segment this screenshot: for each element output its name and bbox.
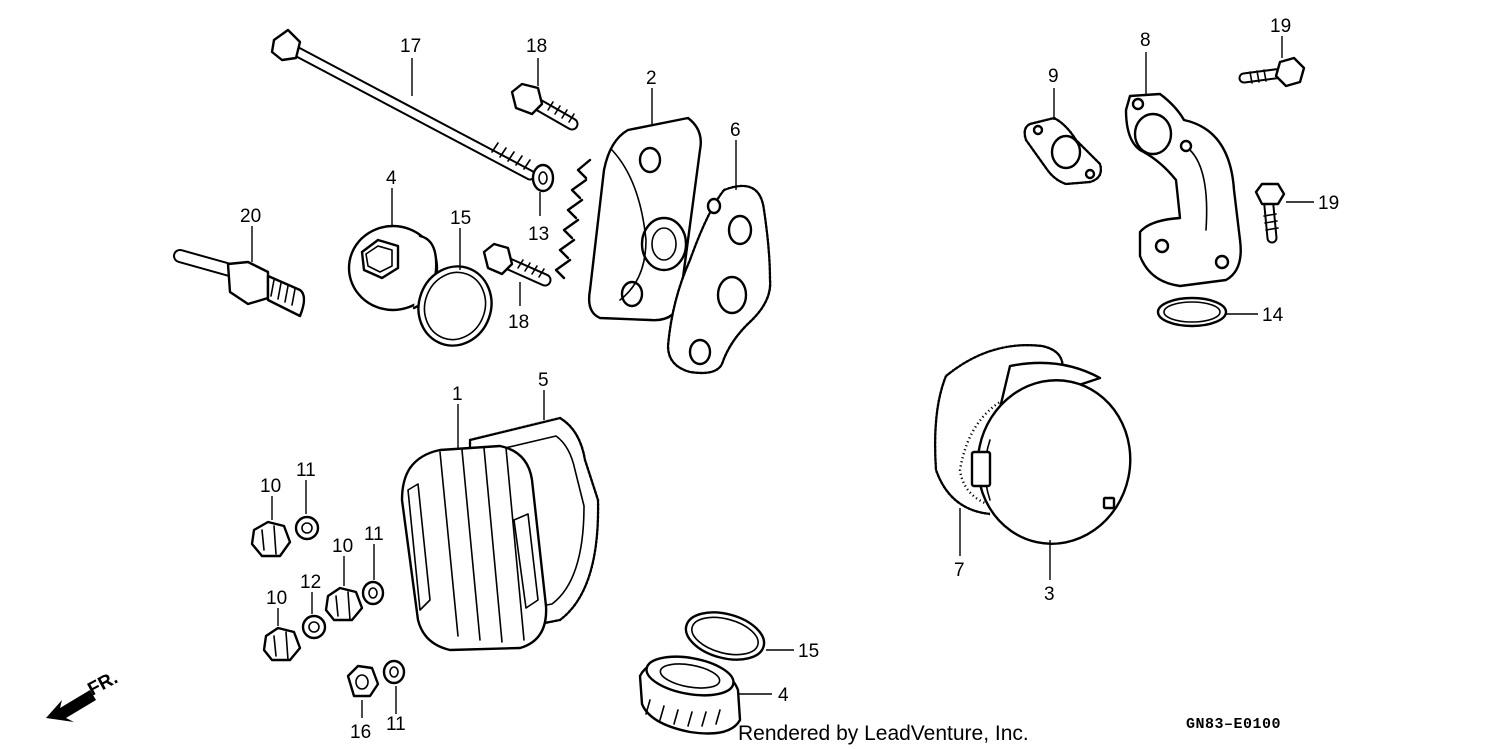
cap-nut-10-b[interactable] [324, 586, 364, 622]
callout-numbers: 17 18 2 6 4 15 13 20 18 1 5 10 11 10 11 … [240, 16, 1339, 743]
cylinder-cover-2[interactable] [554, 116, 702, 322]
o-ring-15-upper[interactable] [407, 256, 502, 356]
washer-11-b[interactable] [361, 580, 385, 606]
bolt-19-upper[interactable] [1238, 56, 1306, 88]
callout-14: 14 [1262, 305, 1284, 326]
callout-20: 20 [240, 206, 261, 227]
filler-cap-4-lower[interactable] [638, 651, 742, 735]
callout-2: 2 [646, 68, 657, 89]
filler-cap-4-upper[interactable] [347, 224, 439, 312]
diagram-code: GN83–E0100 [1186, 716, 1281, 733]
bolt-18-lower[interactable] [482, 242, 552, 287]
washer-13[interactable] [531, 163, 555, 193]
front-direction-arrow-icon [46, 690, 96, 722]
callout-12: 12 [300, 572, 321, 593]
callout-15-lower: 15 [798, 641, 819, 662]
cap-nut-10-c[interactable] [262, 626, 302, 662]
insulator-gasket-9[interactable] [1023, 116, 1103, 186]
callout-9: 9 [1048, 66, 1059, 87]
callout-16: 16 [350, 722, 371, 743]
intake-manifold-8[interactable] [1124, 92, 1242, 288]
washer-11-a[interactable] [294, 515, 320, 541]
callout-4-upper: 4 [386, 168, 397, 189]
callout-19-upper: 19 [1270, 16, 1291, 37]
callout-7: 7 [954, 560, 965, 581]
callout-3: 3 [1044, 584, 1055, 605]
gasket-6[interactable] [666, 184, 772, 375]
callout-11-b: 11 [364, 524, 384, 545]
spark-plug-20[interactable] [173, 249, 306, 318]
callout-11-c: 11 [386, 714, 406, 735]
callout-6: 6 [730, 120, 741, 141]
cap-nut-10-a[interactable] [250, 520, 292, 558]
o-ring-14[interactable] [1156, 296, 1228, 328]
o-ring-15-lower[interactable] [681, 604, 770, 667]
nut-16[interactable] [346, 664, 380, 698]
leader-lines [251, 36, 1314, 718]
bolt-18-upper[interactable] [510, 82, 579, 131]
through-bolt-17[interactable] [270, 28, 536, 181]
callout-4-lower: 4 [778, 685, 789, 706]
callout-5: 5 [538, 370, 549, 391]
cylinder-head-1[interactable] [400, 444, 548, 652]
callout-18-lower: 18 [508, 312, 529, 333]
callout-13: 13 [528, 224, 549, 245]
callout-10-a: 10 [260, 476, 281, 497]
callout-19-lower: 19 [1318, 193, 1339, 214]
callout-18-upper: 18 [526, 36, 547, 57]
credit-text: Rendered by LeadVenture, Inc. [738, 722, 1029, 745]
callout-17: 17 [400, 36, 421, 57]
callout-15-upper: 15 [450, 208, 471, 229]
callout-11-a: 11 [296, 460, 316, 481]
washer-12[interactable] [301, 614, 327, 640]
callout-1: 1 [452, 384, 463, 405]
callout-8: 8 [1140, 30, 1151, 51]
callout-10-b: 10 [332, 536, 353, 557]
bolt-19-lower[interactable] [1254, 182, 1286, 244]
washer-11-c[interactable] [382, 659, 406, 685]
callout-10-c: 10 [266, 588, 287, 609]
air-cleaner-housing-3[interactable] [963, 361, 1146, 558]
